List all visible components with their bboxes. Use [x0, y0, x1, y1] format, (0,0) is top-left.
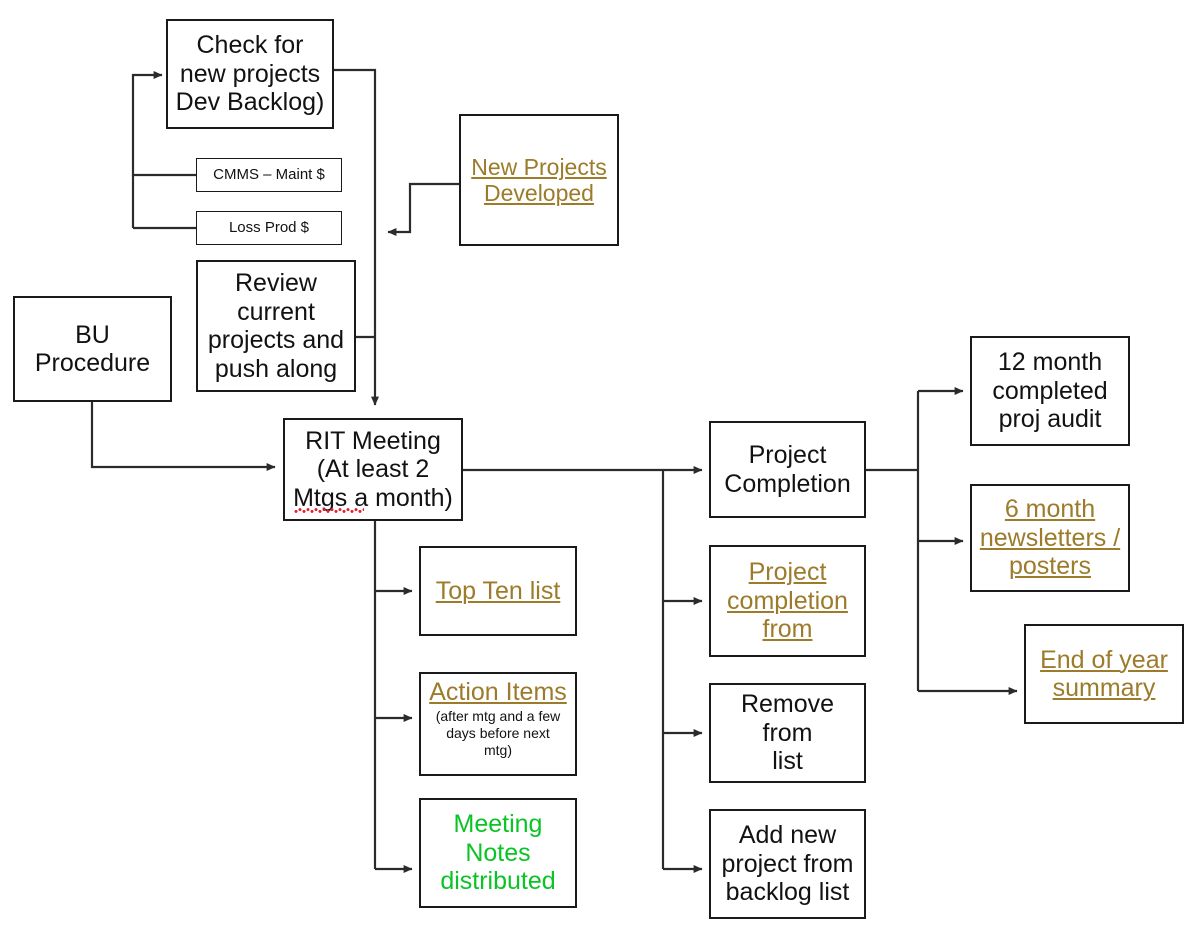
node-sublabel: (after mtg and a few days before next mt… — [435, 707, 561, 758]
node-12-month-completed-proj-audit[interactable]: 12 month completed proj audit — [970, 336, 1130, 446]
node-label: End of year summary — [1040, 645, 1168, 703]
node-label: Action Items — [429, 678, 567, 706]
node-project-completion-from[interactable]: Project completion from — [709, 545, 866, 657]
node-label: 6 month newsletters / posters — [979, 495, 1121, 581]
node-meeting-notes-distributed[interactable]: Meeting Notes distributed — [419, 798, 577, 908]
node-label: Top Ten list — [435, 576, 561, 605]
node-label: Check for new projects Dev Backlog) — [175, 31, 325, 117]
node-project-completion[interactable]: Project Completion — [709, 421, 866, 518]
spellcheck-underline-mtgs — [294, 508, 364, 513]
edge-bu-to-rit — [90, 402, 276, 471]
node-label: RIT Meeting (At least 2 Mtgs a month) — [293, 426, 453, 512]
node-loss-prod[interactable]: Loss Prod $ — [196, 211, 342, 245]
node-label: Loss Prod $ — [228, 219, 310, 237]
node-label: Review current projects and push along — [207, 269, 345, 383]
node-cmms-maint[interactable]: CMMS – Maint $ — [196, 158, 342, 192]
node-top-ten-list[interactable]: Top Ten list — [419, 546, 577, 636]
node-review-current-projects[interactable]: Review current projects and push along — [196, 260, 356, 392]
node-remove-from-list[interactable]: Remove from list — [709, 683, 866, 783]
node-label: 12 month completed proj audit — [992, 348, 1108, 434]
node-bu-procedure[interactable]: BU Procedure — [13, 296, 172, 402]
node-action-items[interactable]: Action Items (after mtg and a few days b… — [419, 672, 577, 776]
node-label: Project completion from — [727, 558, 848, 644]
node-rit-meeting[interactable]: RIT Meeting (At least 2 Mtgs a month) — [283, 418, 463, 521]
node-label: Add new project from backlog list — [721, 821, 854, 907]
node-label: Remove from list — [740, 690, 835, 776]
node-6-month-newsletters-posters[interactable]: 6 month newsletters / posters — [970, 484, 1130, 592]
edge-newprojects-to-trunk — [387, 182, 459, 236]
node-new-projects-developed[interactable]: New Projects Developed — [459, 114, 619, 246]
node-label: BU Procedure — [34, 320, 151, 378]
node-label: Meeting Notes distributed — [440, 810, 556, 896]
node-label: New Projects Developed — [471, 153, 607, 206]
node-label: Project Completion — [724, 441, 851, 498]
node-check-for-new-projects[interactable]: Check for new projects Dev Backlog) — [166, 19, 334, 129]
node-add-new-project[interactable]: Add new project from backlog list — [709, 809, 866, 919]
node-end-of-year-summary[interactable]: End of year summary — [1024, 624, 1184, 724]
node-label: CMMS – Maint $ — [213, 166, 325, 184]
